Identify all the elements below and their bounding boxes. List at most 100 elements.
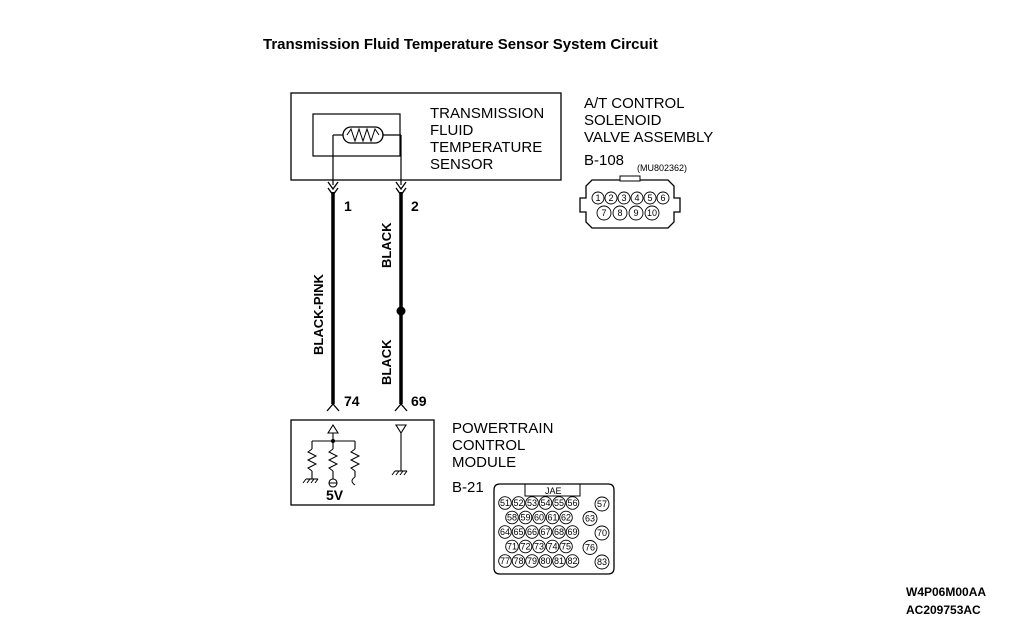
- b21-pin-52: 52: [513, 498, 523, 508]
- pcm-internal-circuit: [302, 423, 408, 488]
- pcm-box: [290, 419, 435, 506]
- b21-pin-72-circle: [518, 539, 533, 554]
- b21-pin-68: 68: [554, 527, 564, 537]
- b21-pin-66-circle: [525, 525, 539, 539]
- b21-pin-65: 65: [513, 527, 523, 537]
- sensor-label-line-3: TEMPERATURE: [430, 139, 542, 156]
- b21-pin-67: 67: [540, 527, 550, 537]
- b108-pin-9-circle: [628, 205, 644, 221]
- b108-pin-6-circle: [656, 191, 670, 205]
- b108-pin-5-circle: [643, 191, 657, 205]
- sensor-label-line-4: SENSOR: [430, 156, 494, 173]
- b108-pin-2: 2: [608, 193, 613, 203]
- pin-number-2: 2: [411, 198, 419, 214]
- assembly-label-line-3: VALVE ASSEMBLY: [584, 129, 713, 146]
- pin-number-1: 1: [344, 198, 352, 214]
- b21-pin-71: 71: [507, 542, 517, 552]
- b21-pin-82: 82: [567, 556, 577, 566]
- b21-pin-77-circle: [498, 554, 512, 568]
- b21-pin-60: 60: [534, 513, 544, 523]
- b21-pin-78: 78: [513, 556, 523, 566]
- b21-pin-62-circle: [559, 510, 573, 525]
- b21-pin-60-circle: [532, 510, 546, 525]
- b108-pin-10: 10: [647, 208, 657, 218]
- b21-pin-55: 55: [554, 498, 564, 508]
- b21-pin-62: 62: [561, 513, 571, 523]
- pin-number-74: 74: [344, 393, 360, 409]
- b21-pin-77: 77: [500, 556, 510, 566]
- wire-black-pink: [326, 181, 340, 412]
- b21-pin-74: 74: [547, 542, 557, 552]
- b108-pin-3: 3: [621, 193, 626, 203]
- b21-pin-53-circle: [525, 496, 539, 510]
- b108-pin-4-circle: [630, 191, 644, 205]
- b21-pin-71-circle: [505, 539, 519, 554]
- b21-pin-59: 59: [520, 513, 530, 523]
- wire-color-black-upper: BLACK: [379, 222, 394, 268]
- b21-pin-56-circle: [565, 496, 580, 510]
- connector-id-b21: B-21: [452, 479, 484, 496]
- b21-pin-80-circle: [538, 554, 553, 568]
- b108-pin-9: 9: [633, 208, 638, 218]
- solenoid-assembly-box: [290, 92, 562, 181]
- b21-pin-76-circle: [582, 540, 598, 555]
- b108-pin-1: 1: [595, 193, 600, 203]
- b21-pin-78-circle: [511, 554, 526, 568]
- b21-pin-65-circle: [511, 525, 526, 539]
- wire-splice-point: [396, 306, 406, 316]
- b21-pin-58: 58: [507, 513, 517, 523]
- b21-pin-55-circle: [552, 496, 566, 510]
- connector-maker-label: JAE: [545, 486, 562, 496]
- b21-pin-70: 70: [597, 528, 607, 538]
- b21-pin-57-circle: [594, 496, 610, 512]
- connector-id-b108: B-108: [584, 152, 624, 169]
- b21-pin-66: 66: [527, 527, 537, 537]
- b21-pin-83-circle: [594, 554, 610, 570]
- b21-pin-69-circle: [565, 525, 580, 539]
- b21-pin-70-circle: [594, 525, 610, 541]
- wire-color-black-lower: BLACK: [379, 339, 394, 385]
- b21-pin-79-circle: [525, 554, 539, 568]
- voltage-5v-label: 5V: [326, 487, 344, 503]
- b21-pin-80: 80: [540, 556, 550, 566]
- sensor-label-line-1: TRANSMISSION: [430, 105, 544, 122]
- b21-pin-75-circle: [559, 539, 573, 554]
- b21-pin-56: 56: [567, 498, 577, 508]
- b21-pin-73-circle: [532, 539, 546, 554]
- b21-pin-59-circle: [518, 510, 533, 525]
- wire-color-black-pink: BLACK-PINK: [311, 274, 326, 355]
- b21-pin-75: 75: [561, 542, 571, 552]
- b108-pin-10-circle: [644, 205, 660, 221]
- b21-pin-67-circle: [538, 525, 553, 539]
- b21-pin-54-circle: [538, 496, 553, 510]
- b108-pin-1-circle: [591, 191, 605, 205]
- pin-number-69: 69: [411, 393, 427, 409]
- b108-pin-7: 7: [601, 208, 606, 218]
- b21-pin-79: 79: [527, 556, 537, 566]
- b108-pin-8-circle: [612, 205, 628, 221]
- b21-pin-74-circle: [545, 539, 560, 554]
- b21-pin-64-circle: [498, 525, 512, 539]
- b21-pin-52-circle: [511, 496, 526, 510]
- b21-pin-76: 76: [585, 543, 595, 553]
- b21-pin-81-circle: [552, 554, 566, 568]
- b21-pin-72: 72: [520, 542, 530, 552]
- connector-part-number: (MU802362): [637, 163, 687, 173]
- assembly-label-line-1: A/T CONTROL: [584, 95, 685, 112]
- b21-pin-63: 63: [585, 514, 595, 524]
- b21-pin-54: 54: [540, 498, 550, 508]
- b21-pin-68-circle: [552, 525, 566, 539]
- b21-pin-73: 73: [534, 542, 544, 552]
- b21-pin-81: 81: [554, 556, 564, 566]
- pcm-label-line-3: MODULE: [452, 454, 516, 471]
- thermistor-icon: [342, 126, 384, 144]
- pcm-label-line-2: CONTROL: [452, 437, 525, 454]
- b21-pin-64: 64: [500, 527, 510, 537]
- b108-pin-4: 4: [634, 193, 639, 203]
- b21-pin-61-circle: [545, 510, 560, 525]
- b21-pin-83: 83: [597, 557, 607, 567]
- b108-pin-7-circle: [596, 205, 612, 221]
